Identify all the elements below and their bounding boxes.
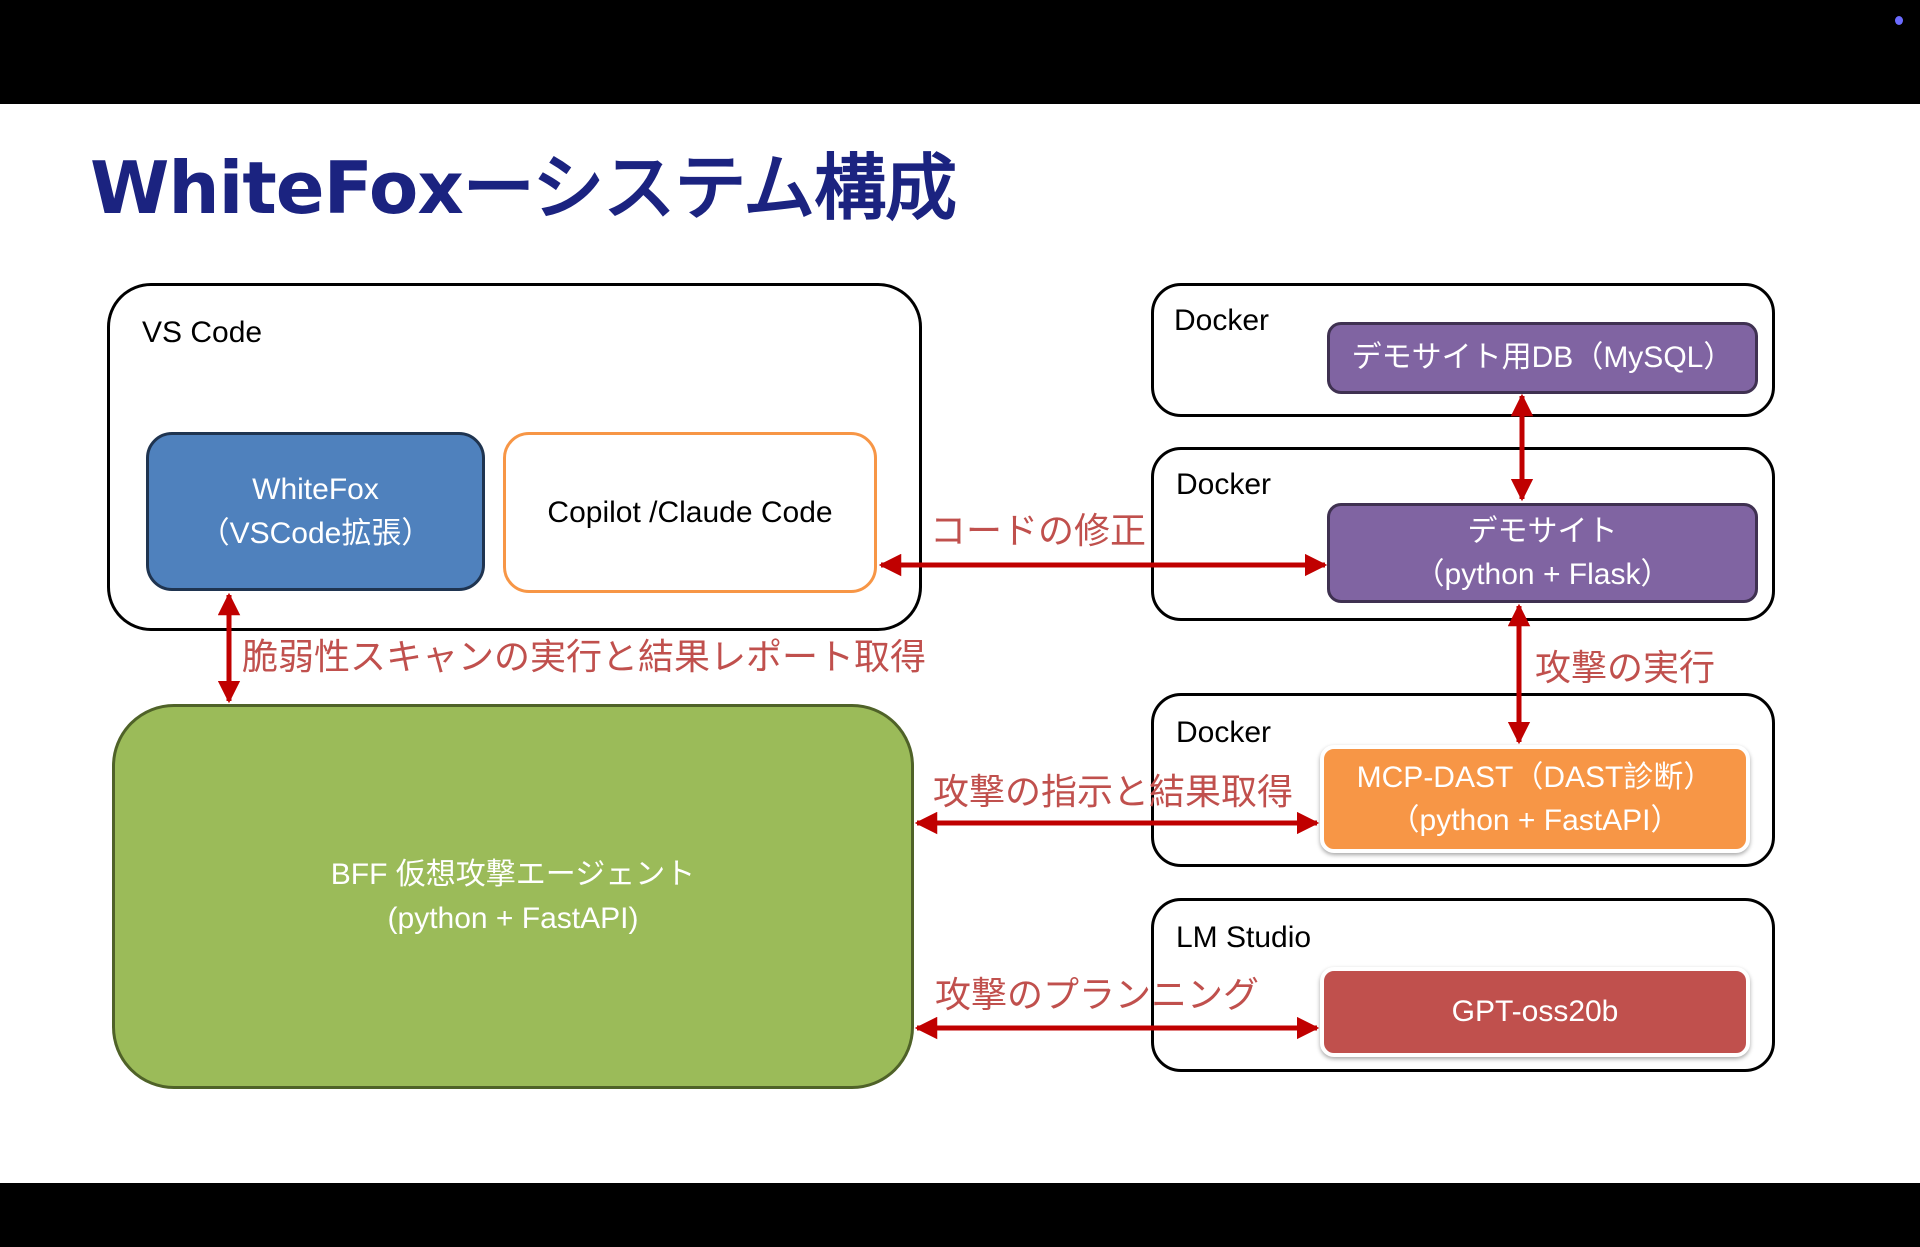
demo-db-title: デモサイト用DB（MySQL） bbox=[1351, 341, 1734, 375]
bff-title: BFF 仮想攻撃エージェント bbox=[330, 858, 696, 891]
gpt-oss-title: GPT-oss20b bbox=[1451, 995, 1619, 1029]
edge-label-attack-exec: 攻撃の実行 bbox=[1535, 648, 1716, 689]
vscode-container-label: VS Code bbox=[142, 316, 263, 349]
demo-db-box[interactable]: デモサイト用DB（MySQL） bbox=[1327, 322, 1758, 394]
lmstudio-label: LM Studio bbox=[1176, 921, 1312, 954]
top-letterbox-bar bbox=[0, 0, 1920, 104]
bottom-letterbox-bar bbox=[0, 1183, 1920, 1247]
mcp-dast-box[interactable]: MCP-DAST（DAST診断） （python + FastAPI） bbox=[1320, 745, 1750, 853]
bff-subtitle: (python + FastAPI) bbox=[387, 901, 639, 935]
edge-label-scan: 脆弱性スキャンの実行と結果レポート取得 bbox=[242, 637, 927, 678]
gpt-oss-box[interactable]: GPT-oss20b bbox=[1320, 967, 1750, 1057]
bff-agent-box[interactable]: BFF 仮想攻撃エージェント (python + FastAPI) bbox=[112, 704, 914, 1089]
indicator-dot-icon bbox=[1895, 16, 1903, 25]
edge-label-code-fix: コードの修正 bbox=[930, 511, 1147, 552]
whitefox-extension-box[interactable]: WhiteFox （VSCode拡張） bbox=[146, 432, 485, 591]
demo-site-box[interactable]: デモサイト （python + Flask） bbox=[1327, 503, 1758, 603]
docker-site-label: Docker bbox=[1176, 468, 1272, 501]
demo-site-subtitle: （python + Flask） bbox=[1414, 558, 1671, 591]
copilot-title: Copilot /Claude Code bbox=[547, 495, 833, 529]
docker-mcp-label: Docker bbox=[1176, 716, 1272, 749]
page-title: WhiteFoxーシステム構成 bbox=[90, 146, 957, 230]
whitefox-title: WhiteFox bbox=[252, 473, 379, 506]
edge-label-attack-plan: 攻撃のプランニング bbox=[935, 975, 1260, 1016]
copilot-claude-code-box[interactable]: Copilot /Claude Code bbox=[503, 432, 877, 593]
mcp-dast-subtitle: （python + FastAPI） bbox=[1389, 804, 1681, 837]
demo-site-title: デモサイト bbox=[1467, 514, 1618, 548]
mcp-dast-title: MCP-DAST（DAST診断） bbox=[1356, 760, 1714, 794]
docker-db-label: Docker bbox=[1174, 304, 1270, 337]
whitefox-subtitle: （VSCode拡張） bbox=[199, 516, 432, 550]
edge-label-attack-instruct: 攻撃の指示と結果取得 bbox=[933, 772, 1294, 813]
